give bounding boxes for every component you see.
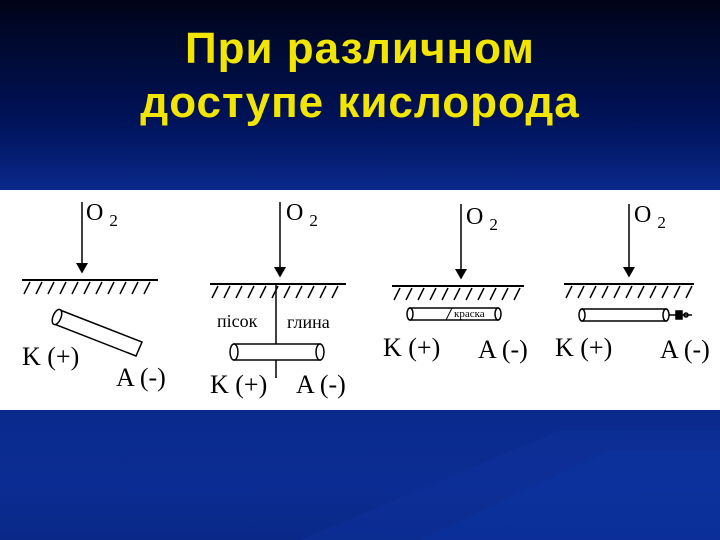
oxygen-label: O 2 <box>634 202 666 232</box>
pipe <box>406 307 502 321</box>
anode-label: A (-) <box>478 335 528 364</box>
soil-left-label: пісок <box>217 311 258 331</box>
oxygen-label: O 2 <box>286 200 318 230</box>
slide-bottom-band <box>0 410 720 540</box>
diagram-2: O 2 пісок глина K (+) A (-) <box>210 200 346 399</box>
slide-title: При различном доступе кислорода <box>0 22 720 130</box>
cathode-label: K (+) <box>383 333 440 362</box>
corrosion-diagrams: O 2 K (+) A (-) O 2 <box>22 200 710 399</box>
title-line-1: При различном <box>185 24 535 73</box>
ground-hatching <box>393 287 521 301</box>
title-line-2: доступе кислорода <box>140 78 580 127</box>
oxygen-label: O 2 <box>86 200 118 230</box>
cathode-label: K (+) <box>210 370 267 399</box>
anode-label: A (-) <box>660 335 710 364</box>
pipe-joint <box>669 310 692 320</box>
cathode-label: K (+) <box>555 333 612 362</box>
pipe <box>229 343 325 361</box>
oxygen-label: O 2 <box>466 204 498 234</box>
diagram-1: O 2 K (+) A (-) <box>22 200 166 392</box>
anode-label: A (-) <box>296 370 346 399</box>
diagram-3: O 2 краска K (+) A (-) <box>383 204 528 364</box>
soil-right-label: глина <box>287 312 330 332</box>
anode-label: A (-) <box>116 363 166 392</box>
diagram-4: O 2 K (+) <box>555 202 710 364</box>
cathode-label: K (+) <box>22 342 79 371</box>
ground-hatching <box>211 285 339 299</box>
coating-label: краска <box>454 308 485 320</box>
ground-hatching <box>565 285 693 299</box>
pipe <box>51 308 143 357</box>
diagram-panel: O 2 K (+) A (-) O 2 <box>0 190 720 410</box>
pipe <box>578 308 670 322</box>
coating-pointer <box>445 307 453 321</box>
ground-hatching <box>23 281 151 295</box>
